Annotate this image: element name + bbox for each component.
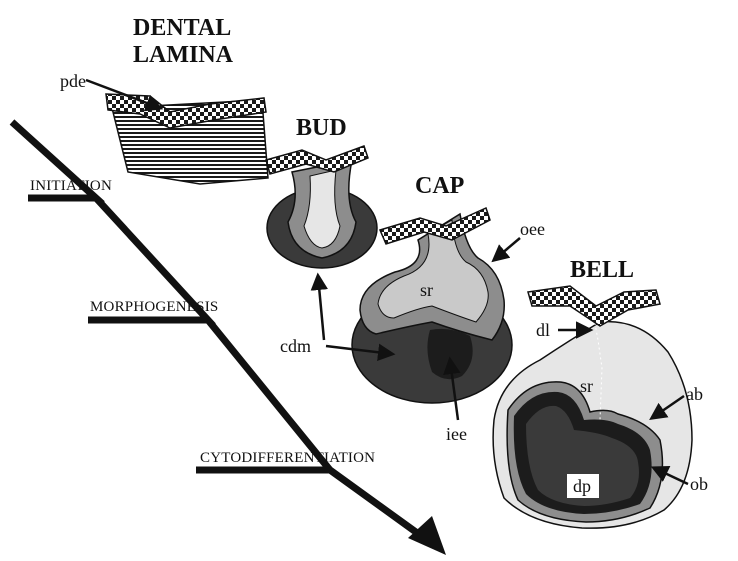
label-dl: dl	[536, 320, 550, 340]
bud-stage	[266, 146, 377, 268]
label-dp: dp	[573, 476, 591, 496]
phase-cytodifferentiation-label: CYTODIFFERENTIATION	[200, 450, 375, 466]
label-sr-cap: sr	[420, 280, 433, 300]
arrow-cdm-bud	[318, 276, 324, 340]
stage-bell-title: BELL	[570, 257, 634, 283]
stage-cap-title: CAP	[415, 173, 464, 199]
stage-bud-title: BUD	[296, 115, 347, 141]
label-sr-bell: sr	[580, 376, 593, 396]
stage-dental-lamina-title-line2: LAMINA	[133, 42, 234, 68]
stage-dental-lamina-title-line1: DENTAL	[133, 15, 231, 41]
label-pde: pde	[60, 71, 86, 91]
arrow-oee	[494, 238, 520, 260]
dental-lamina-stage	[106, 94, 268, 184]
phase-initiation-label: INITIATION	[30, 178, 112, 194]
label-iee: iee	[446, 424, 467, 444]
label-cdm: cdm	[280, 336, 311, 356]
phase-morphogenesis-label: MORPHOGENESIS	[90, 299, 218, 315]
timeline-arrowhead	[408, 516, 446, 555]
label-oee: oee	[520, 219, 545, 239]
label-ab: ab	[686, 384, 703, 404]
label-ob: ob	[690, 474, 708, 494]
